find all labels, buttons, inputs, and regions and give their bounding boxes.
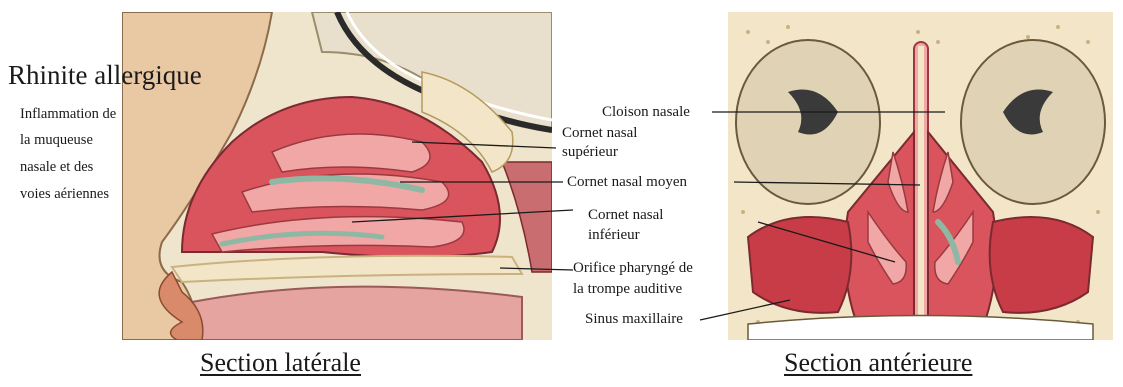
anterior-section-illustration [728, 12, 1113, 340]
label-orifice-line1: Orifice pharyngé de [573, 260, 693, 277]
label-cornet-moyen: Cornet nasal moyen [567, 174, 687, 191]
description-line-2: la muqueuse [20, 130, 93, 150]
description-line-3: nasale et des [20, 157, 93, 177]
label-cornet-inferieur-line1: Cornet nasal [588, 207, 663, 224]
caption-anterior: Section antérieure [784, 348, 972, 378]
label-sinus-maxillaire: Sinus maxillaire [585, 311, 683, 328]
label-cloison-nasale: Cloison nasale [602, 104, 690, 121]
label-cornet-inferieur-line2: inférieur [588, 227, 640, 244]
description-line-4: voies aériennes [20, 184, 109, 204]
label-cornet-superieur-line1: Cornet nasal [562, 125, 637, 142]
page-title: Rhinite allergique [8, 60, 202, 91]
label-orifice-line2: la trompe auditive [573, 281, 682, 298]
caption-lateral: Section latérale [200, 348, 361, 378]
description-line-1: Inflammation de [20, 104, 116, 124]
label-cornet-superieur-line2: supérieur [562, 144, 618, 161]
